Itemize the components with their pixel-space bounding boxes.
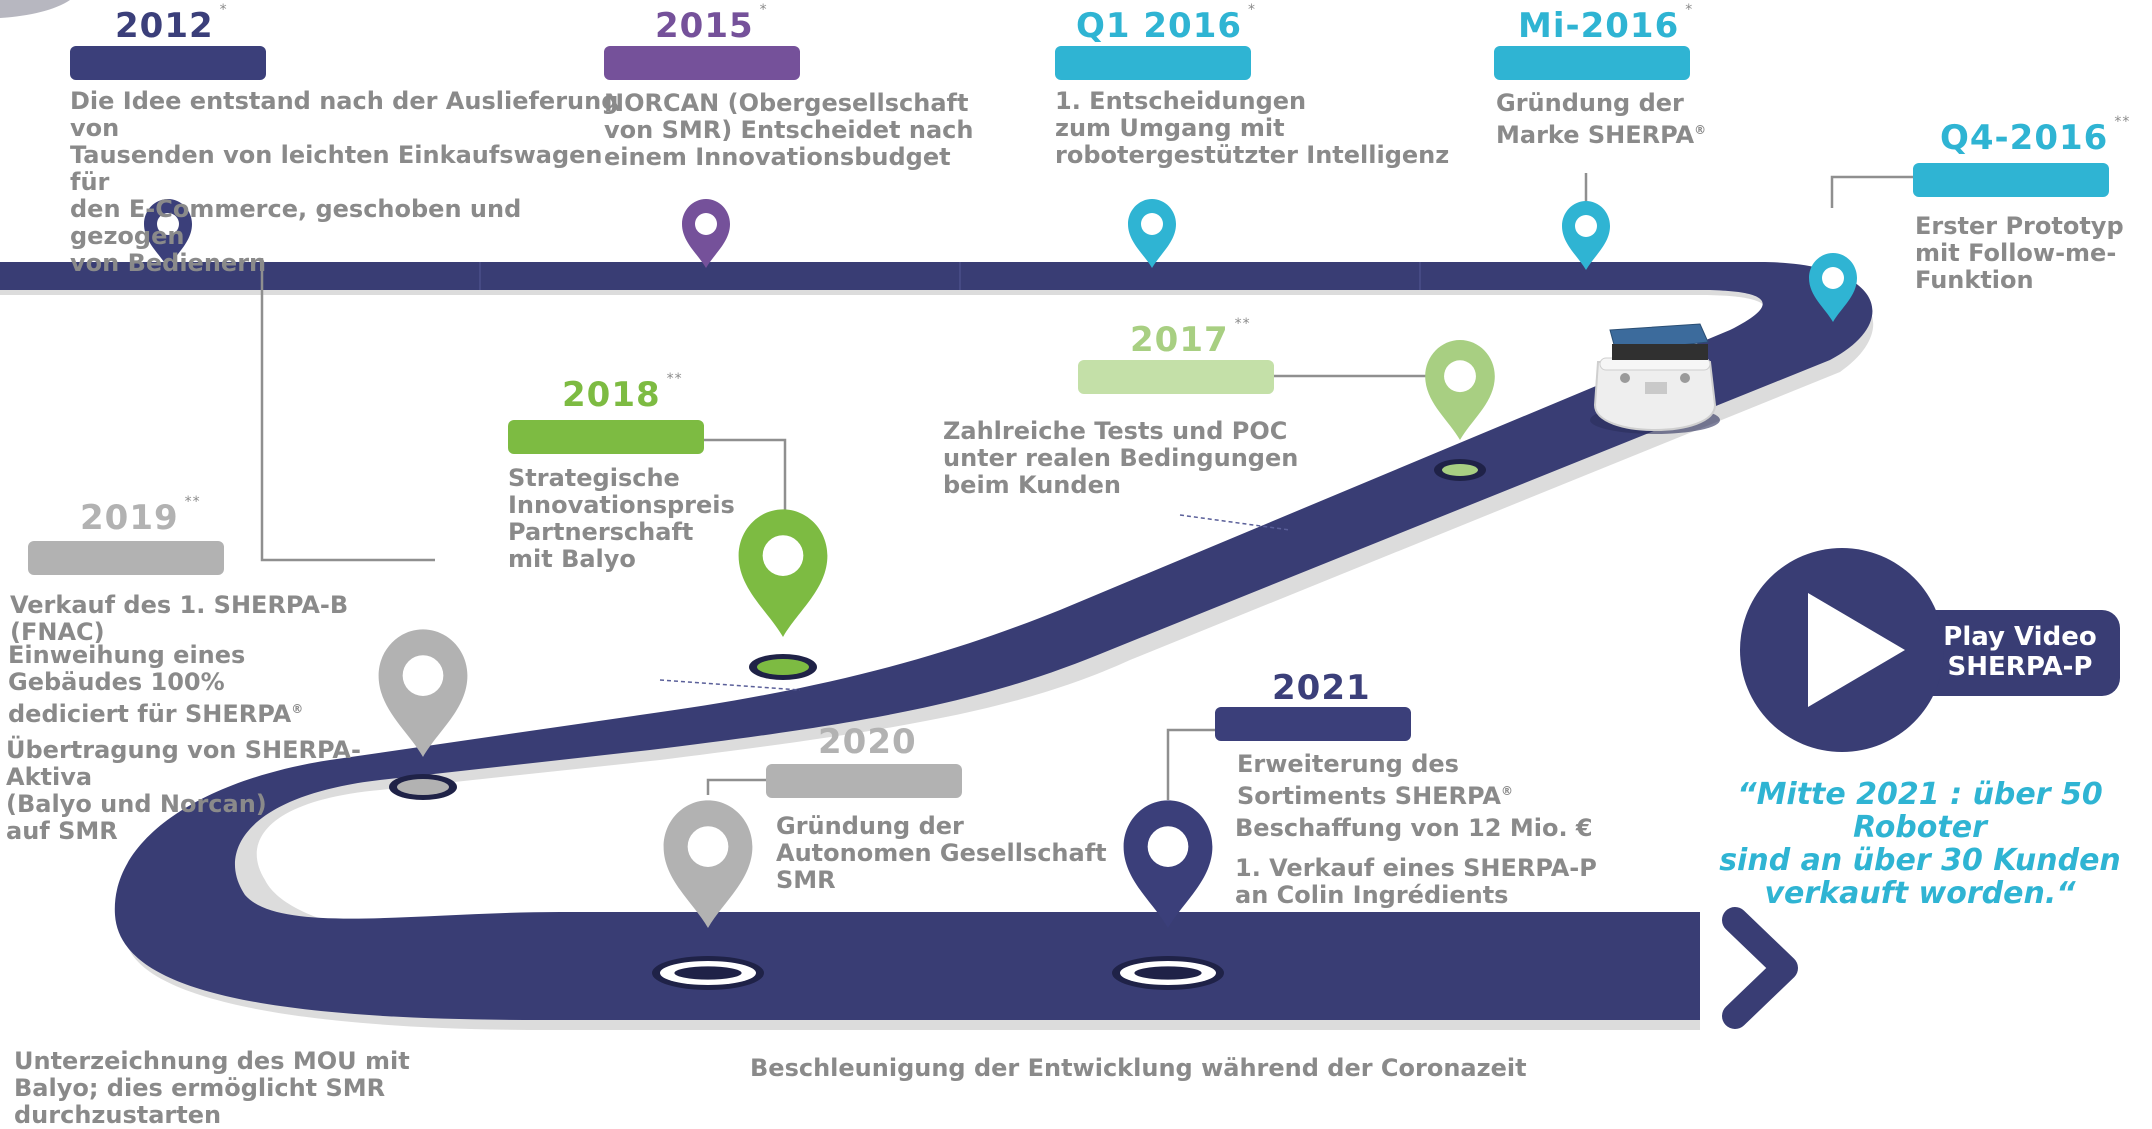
bottom-center-text: Beschleunigung der Entwicklung während d… (750, 1054, 1527, 1082)
map-pin-hole (1444, 360, 1476, 393)
milestone-2020-bar (766, 764, 962, 798)
pin-ground-core (404, 782, 442, 792)
pin-ground-core (1134, 966, 1202, 980)
milestone-q1-2016-bar (1055, 46, 1251, 80)
map-pin-icon (1128, 199, 1176, 268)
milestone-2019-bar (28, 541, 224, 575)
milestone-2018-year: 2018** (562, 371, 683, 415)
milestone-2020-year: 2020 (818, 722, 917, 762)
map-pin-icon (1425, 339, 1495, 440)
milestone-2012-bar (70, 46, 266, 80)
map-pin-hole (402, 655, 444, 696)
milestone-2021-year: 2021 (1272, 668, 1371, 708)
milestone-2017-bar (1078, 360, 1274, 394)
map-pin-hole (1575, 215, 1597, 237)
chevron-right-icon (1722, 907, 1798, 1029)
milestone-2017-year: 2017** (1130, 316, 1251, 360)
map-pin-icon (663, 800, 753, 928)
map-pin-hole (695, 213, 717, 235)
milestone-2019-year: 2019** (80, 494, 201, 538)
milestone-2012-text: Die Idee entstand nach der Auslieferung … (70, 87, 619, 277)
milestone-2018-bar (508, 420, 704, 454)
pin-ground-core (1447, 466, 1473, 474)
map-pin-icon (738, 509, 828, 637)
map-pin-icon (1562, 201, 1610, 270)
pin-ground-core (764, 662, 802, 672)
map-pin-icon (378, 629, 468, 757)
map-pin-hole (687, 826, 729, 867)
milestone-2019-text-transfer: Übertragung von SHERPA-Aktiva(Balyo und … (6, 736, 361, 845)
play-icon (1808, 593, 1905, 707)
map-pin-hole (1822, 267, 1844, 289)
map-pin-icon (1809, 253, 1857, 322)
milestone-2021-text-funding: Beschaffung von 12 Mio. € (1235, 814, 1593, 842)
milestone-2012-year: 2012* (115, 2, 228, 46)
milestone-q4-2016-year: Q4-2016** (1940, 114, 2131, 158)
milestone-mi-2016-year: Mi-2016* (1518, 2, 1694, 46)
map-pin-hole (1141, 213, 1163, 235)
milestone-2021-bar (1215, 707, 1411, 741)
map-pin-icon (1123, 800, 1213, 928)
robot-image (1590, 323, 1720, 434)
milestone-2019-text-sale: Verkauf des 1. SHERPA-B (FNAC) (10, 591, 349, 646)
connector-2020 (706, 778, 780, 795)
corner-arc (0, 0, 70, 18)
map-pin-hole (1147, 826, 1189, 867)
milestone-q1-2016-year: Q1 2016* (1076, 2, 1257, 46)
milestone-mi-2016-bar (1494, 46, 1690, 80)
map-pin-icon (144, 199, 192, 268)
connector-2021 (1166, 728, 1215, 800)
play-video-button[interactable] (1740, 548, 2120, 752)
map-pin-hole (157, 213, 179, 235)
connector-2019 (260, 258, 435, 562)
connector-q4-2016 (1830, 175, 1913, 208)
pin-ground-core (674, 966, 742, 980)
milestone-q4-2016-bar (1913, 163, 2109, 197)
road (0, 262, 1873, 1020)
map-pin-hole (762, 535, 804, 576)
map-pin-icon (682, 199, 730, 268)
milestone-2015-bar (604, 46, 800, 80)
milestone-2015-year: 2015* (655, 2, 768, 46)
